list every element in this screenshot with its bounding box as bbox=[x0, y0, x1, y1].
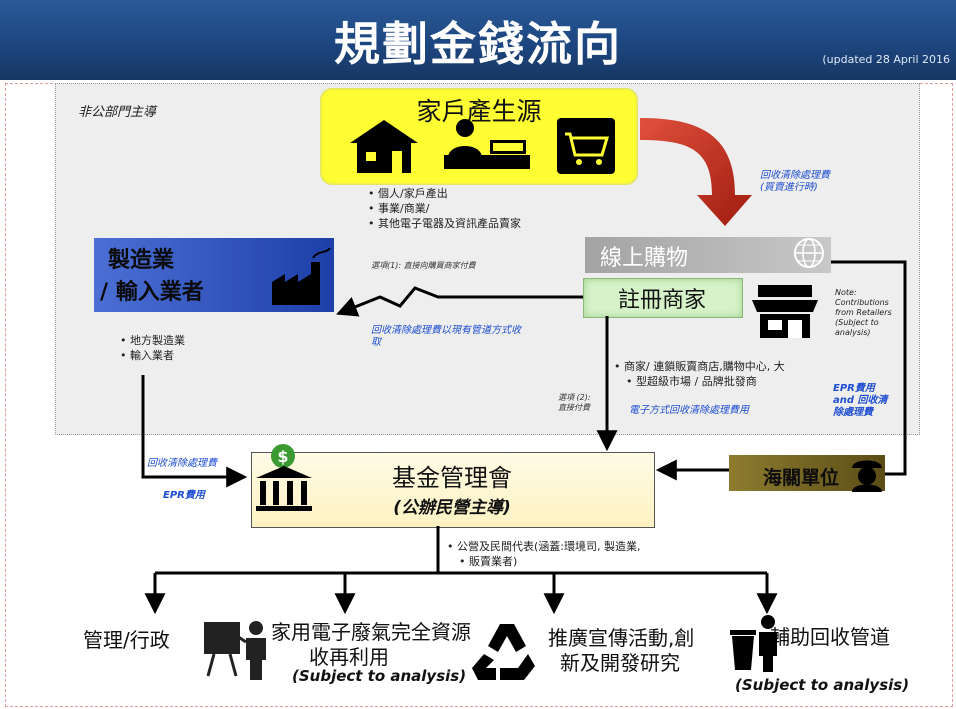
output-recycling: 家用電子廢氣完全資源 bbox=[271, 620, 471, 644]
fund-bullet-cont: 販賣業者) bbox=[447, 554, 641, 569]
manufacturer-bullets: 地方製造業 輸入業者 bbox=[120, 333, 185, 363]
existing-channel-arrow bbox=[336, 286, 583, 317]
note-line: Note: bbox=[835, 288, 857, 297]
registered-retailer-label: 註冊商家 bbox=[617, 288, 706, 313]
online-shopping-label: 線上購物 bbox=[600, 246, 689, 271]
household-bullet: 其他電子電器及資訊產品賣家 bbox=[368, 216, 521, 231]
fund-management-title: 基金管理會 bbox=[392, 464, 512, 492]
office-worker-icon bbox=[444, 119, 530, 169]
output-promotion-cont: 新及開發研究 bbox=[560, 651, 680, 675]
left-recycling-fee: 回收清除處理費 bbox=[147, 458, 217, 469]
retailer-bullet: 商家/ 連鎖販賣商店,購物中心, 大 bbox=[614, 359, 785, 374]
note-line: analysis) bbox=[835, 328, 871, 337]
recycling-fee-note-line: (買賣進行時) bbox=[760, 182, 818, 193]
purchase-flow-arrow bbox=[640, 118, 752, 226]
private-sector-label: 非公部門主導 bbox=[78, 105, 157, 120]
manufacturer-bullet: 輸入業者 bbox=[120, 348, 185, 363]
note-line: (Subject to bbox=[835, 318, 879, 327]
output-promotion: 推廣宣傳活動,創 bbox=[548, 626, 695, 650]
channels-subject-note: (Subject to analysis) bbox=[735, 676, 910, 694]
note-line: Contributions bbox=[835, 298, 889, 307]
existing-channel-fee: 回收清除處理費以現有管道方式收 取 bbox=[371, 325, 521, 349]
option-2-line: 直接付費 bbox=[558, 403, 590, 412]
epr-right-line: 除處理費 bbox=[833, 407, 873, 418]
shop-icon bbox=[752, 285, 818, 338]
household-title: 家戶產生源 bbox=[416, 97, 542, 126]
output-admin: 管理/行政 bbox=[83, 628, 170, 652]
manufacturer-title: 製造業 bbox=[108, 248, 175, 273]
globe-icon bbox=[794, 238, 824, 268]
presenter-icon bbox=[204, 621, 266, 680]
epr-right-line: EPR費用 bbox=[833, 383, 875, 394]
bank-icon: $ bbox=[256, 444, 312, 511]
household-bullet: 個人/家戶產出 bbox=[368, 186, 521, 201]
epr-fee-right: EPR費用 and 回收清 除處理費 bbox=[833, 383, 888, 419]
note-line: from Retailers bbox=[835, 308, 892, 317]
option-2-label: 選項 (2): 直接付費 bbox=[558, 393, 591, 413]
online-to-customs-line bbox=[831, 260, 907, 476]
shopping-cart-icon bbox=[557, 118, 615, 174]
recycle-icon bbox=[472, 624, 535, 680]
retailer-contribution-note: Note: Contributions from Retailers (Subj… bbox=[835, 288, 892, 338]
manufacturer-to-fund-arrow bbox=[141, 375, 248, 488]
existing-channel-fee-line: 回收清除處理費以現有管道方式收 bbox=[371, 325, 521, 336]
online-shopping-box bbox=[585, 237, 831, 273]
manufacturer-bullet: 地方製造業 bbox=[120, 333, 185, 348]
recycling-fee-note: 回收清除處理費 (買賣進行時) bbox=[760, 170, 830, 194]
fund-bullet: 公營及民間代表(涵蓋:環境司, 製造業, bbox=[447, 539, 641, 554]
fund-management-subtitle: (公辦民營主導) bbox=[393, 498, 511, 518]
household-bullets: 個人/家戶產出 事業/商業/ 其他電子電器及資訊產品賣家 bbox=[368, 186, 521, 231]
output-recycling-cont: 收再利用 bbox=[309, 645, 389, 669]
collection-worker-icon bbox=[730, 615, 777, 672]
factory-icon bbox=[272, 247, 331, 305]
registered-retailer-box bbox=[583, 278, 743, 318]
left-epr-fee: EPR費用 bbox=[163, 490, 205, 501]
updated-date: (updated 28 April 2016 bbox=[822, 53, 950, 66]
customs-officer-icon bbox=[852, 460, 882, 492]
house-icon bbox=[350, 120, 418, 173]
recycling-subject-note: (Subject to analysis) bbox=[292, 667, 467, 685]
svg-text:$: $ bbox=[277, 447, 288, 466]
customs-label: 海關單位 bbox=[763, 467, 840, 489]
electronic-fee-label: 電子方式回收清除處理費用 bbox=[629, 405, 749, 416]
retailer-bullets: 商家/ 連鎖販賣商店,購物中心, 大 型超級市場 / 品牌批發商 bbox=[614, 359, 785, 389]
output-channels: 輔助回收管道 bbox=[770, 625, 890, 649]
recycling-fee-note-line: 回收清除處理費 bbox=[760, 170, 830, 181]
fund-bullets: 公營及民間代表(涵蓋:環境司, 製造業, 販賣業者) bbox=[447, 539, 641, 569]
existing-channel-fee-line: 取 bbox=[371, 337, 381, 348]
title-banner bbox=[0, 0, 956, 80]
option-2-line: 選項 (2): bbox=[558, 393, 591, 402]
household-bullet: 事業/商業/ bbox=[368, 201, 521, 216]
epr-right-line: and 回收清 bbox=[833, 395, 888, 406]
retailer-bullet-cont: 型超級市場 / 品牌批發商 bbox=[614, 374, 785, 389]
option-1-label: 選項(1): 直接向購買商家付費 bbox=[371, 261, 476, 270]
manufacturer-subtitle: / 輸入業者 bbox=[100, 280, 204, 305]
page-title: 規劃金錢流向 bbox=[334, 17, 622, 71]
fund-management-box bbox=[251, 452, 655, 528]
